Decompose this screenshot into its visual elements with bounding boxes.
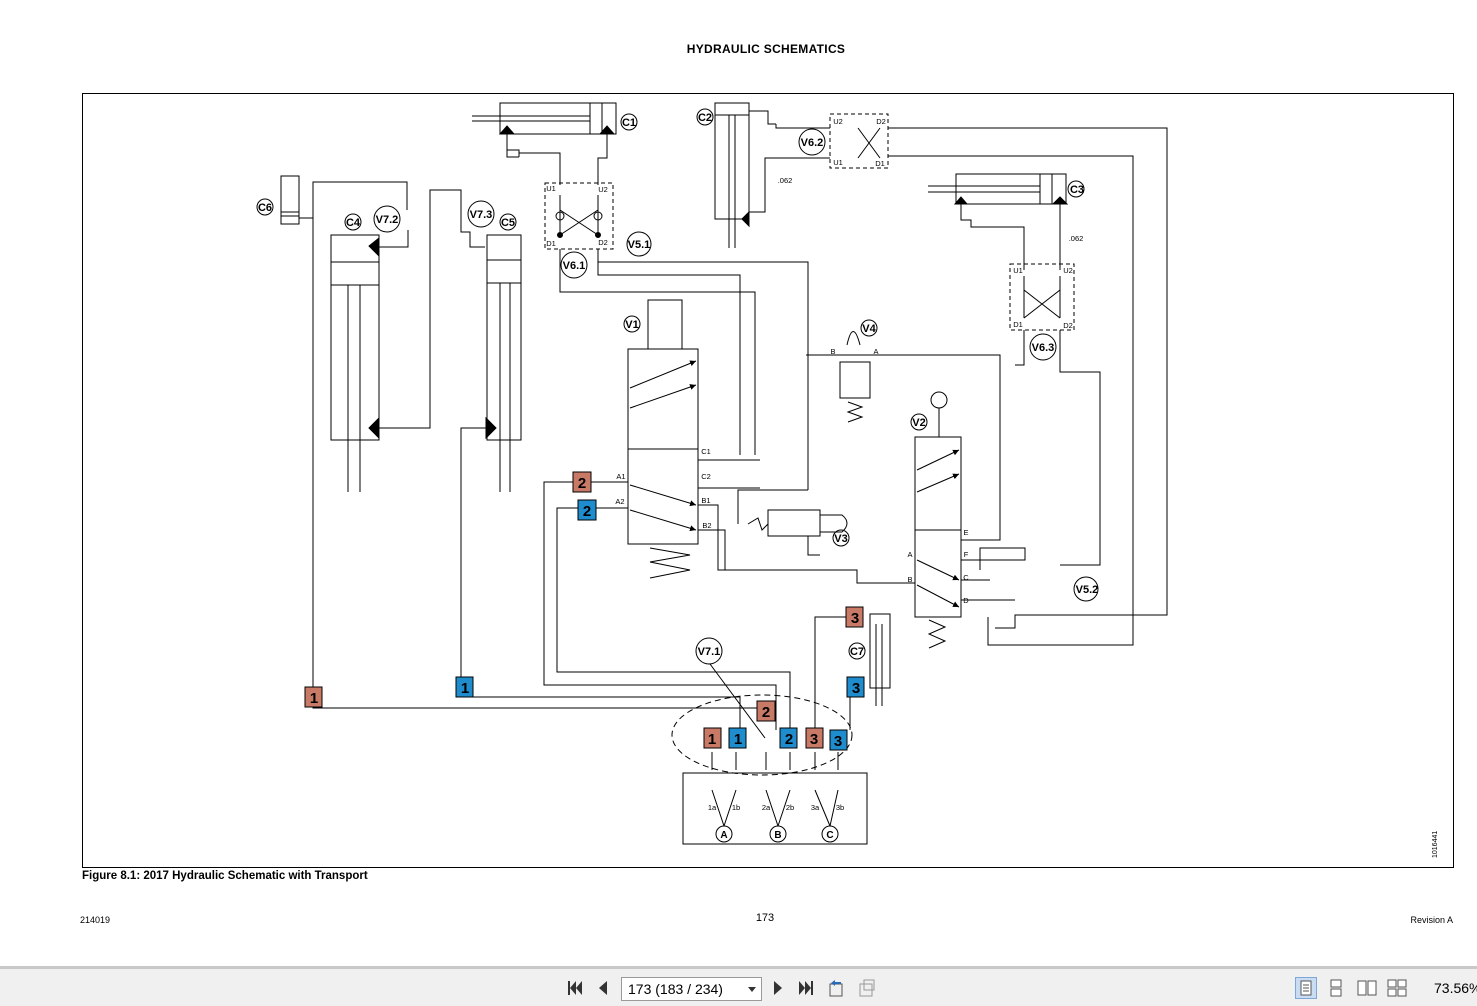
svg-text:U2: U2 bbox=[598, 185, 608, 194]
svg-text:2: 2 bbox=[578, 475, 586, 492]
svg-text:A: A bbox=[907, 550, 912, 559]
svg-text:B1: B1 bbox=[701, 496, 710, 505]
svg-text:A: A bbox=[720, 830, 727, 841]
svg-text:D: D bbox=[963, 596, 969, 605]
svg-text:A1: A1 bbox=[616, 472, 625, 481]
svg-text:V7.1: V7.1 bbox=[698, 646, 721, 658]
document-page: HYDRAULIC SCHEMATICS bbox=[80, 42, 1454, 925]
svg-text:2b: 2b bbox=[786, 803, 794, 812]
page-header-title: HYDRAULIC SCHEMATICS bbox=[686, 42, 846, 56]
previous-page-icon[interactable] bbox=[592, 977, 614, 999]
page-selector-value: 173 (183 / 234) bbox=[628, 981, 723, 997]
svg-text:U2: U2 bbox=[833, 117, 843, 126]
svg-text:2: 2 bbox=[583, 503, 591, 520]
svg-text:A: A bbox=[873, 347, 878, 356]
svg-text:C6: C6 bbox=[258, 202, 272, 214]
svg-text:B2: B2 bbox=[702, 521, 711, 530]
svg-text:1: 1 bbox=[734, 731, 742, 748]
svg-text:U1: U1 bbox=[546, 184, 556, 193]
svg-text:C2: C2 bbox=[698, 112, 712, 124]
svg-text:3a: 3a bbox=[811, 803, 820, 812]
svg-text:3b: 3b bbox=[836, 803, 844, 812]
footer-revision: Revision A bbox=[1410, 915, 1453, 925]
svg-text:V6.1: V6.1 bbox=[563, 260, 586, 272]
svg-text:.062: .062 bbox=[1069, 234, 1084, 243]
two-page-continuous-view-icon[interactable] bbox=[1386, 977, 1408, 999]
svg-text:D1: D1 bbox=[875, 159, 885, 168]
figure-caption: Figure 8.1: 2017 Hydraulic Schematic wit… bbox=[82, 870, 368, 882]
svg-text:U1: U1 bbox=[833, 158, 843, 167]
svg-text:D1: D1 bbox=[546, 239, 556, 248]
svg-text:.062: .062 bbox=[778, 176, 793, 185]
page-selector[interactable]: 173 (183 / 234) bbox=[621, 977, 762, 1001]
svg-text:1a: 1a bbox=[708, 803, 717, 812]
svg-text:B: B bbox=[830, 347, 835, 356]
svg-text:D2: D2 bbox=[598, 238, 608, 247]
svg-text:F: F bbox=[964, 550, 969, 559]
svg-text:C4: C4 bbox=[346, 217, 361, 229]
next-view-icon[interactable] bbox=[856, 977, 878, 999]
svg-text:1b: 1b bbox=[732, 803, 740, 812]
previous-view-icon[interactable] bbox=[826, 977, 848, 999]
svg-text:D1: D1 bbox=[1013, 320, 1023, 329]
svg-text:V1: V1 bbox=[625, 319, 638, 331]
svg-text:V7.3: V7.3 bbox=[470, 209, 493, 221]
footer-page-number: 173 bbox=[755, 912, 775, 924]
svg-text:B: B bbox=[907, 575, 912, 584]
svg-text:V5.2: V5.2 bbox=[1076, 584, 1099, 596]
diagram-frame bbox=[82, 93, 1454, 868]
side-document-number: 1016441 bbox=[1432, 830, 1439, 858]
svg-text:V6.3: V6.3 bbox=[1032, 342, 1055, 354]
svg-text:3: 3 bbox=[851, 610, 859, 627]
svg-text:1: 1 bbox=[310, 690, 318, 707]
single-page-view-icon[interactable] bbox=[1295, 977, 1317, 999]
svg-text:3: 3 bbox=[852, 680, 860, 697]
svg-text:2a: 2a bbox=[762, 803, 771, 812]
svg-text:C7: C7 bbox=[850, 646, 864, 658]
svg-text:V4: V4 bbox=[862, 323, 876, 335]
chevron-down-icon bbox=[748, 987, 756, 992]
svg-text:U1: U1 bbox=[1013, 266, 1023, 275]
svg-text:C5: C5 bbox=[501, 217, 515, 229]
svg-text:C1: C1 bbox=[622, 117, 636, 129]
svg-text:C2: C2 bbox=[701, 472, 711, 481]
svg-text:3: 3 bbox=[834, 733, 842, 750]
svg-text:3: 3 bbox=[810, 731, 818, 748]
svg-text:C1: C1 bbox=[701, 447, 711, 456]
svg-text:V2: V2 bbox=[912, 417, 925, 429]
svg-text:V3: V3 bbox=[834, 533, 847, 545]
svg-text:D2: D2 bbox=[1063, 321, 1073, 330]
svg-text:C: C bbox=[963, 573, 969, 582]
svg-text:B: B bbox=[774, 830, 781, 841]
two-page-view-icon[interactable] bbox=[1356, 977, 1378, 999]
zoom-level[interactable]: 73.56% bbox=[1434, 980, 1477, 996]
svg-text:1: 1 bbox=[461, 680, 469, 697]
footer-part-number: 214019 bbox=[80, 915, 111, 925]
svg-text:E: E bbox=[963, 528, 968, 537]
viewer-toolbar: 173 (183 / 234) 73.56% bbox=[0, 966, 1477, 1006]
svg-text:C3: C3 bbox=[1070, 184, 1084, 196]
next-page-icon[interactable] bbox=[767, 977, 789, 999]
svg-text:V5.1: V5.1 bbox=[628, 239, 651, 251]
first-page-icon[interactable] bbox=[564, 977, 586, 999]
svg-text:2: 2 bbox=[785, 731, 793, 748]
svg-text:A2: A2 bbox=[615, 497, 624, 506]
svg-text:2: 2 bbox=[762, 704, 770, 721]
last-page-icon[interactable] bbox=[795, 977, 817, 999]
continuous-view-icon[interactable] bbox=[1325, 977, 1347, 999]
svg-text:V7.2: V7.2 bbox=[376, 214, 399, 226]
svg-text:U2: U2 bbox=[1063, 266, 1073, 275]
svg-text:V6.2: V6.2 bbox=[801, 137, 824, 149]
svg-text:C: C bbox=[826, 830, 833, 841]
svg-text:D2: D2 bbox=[876, 117, 886, 126]
svg-text:1: 1 bbox=[708, 731, 716, 748]
